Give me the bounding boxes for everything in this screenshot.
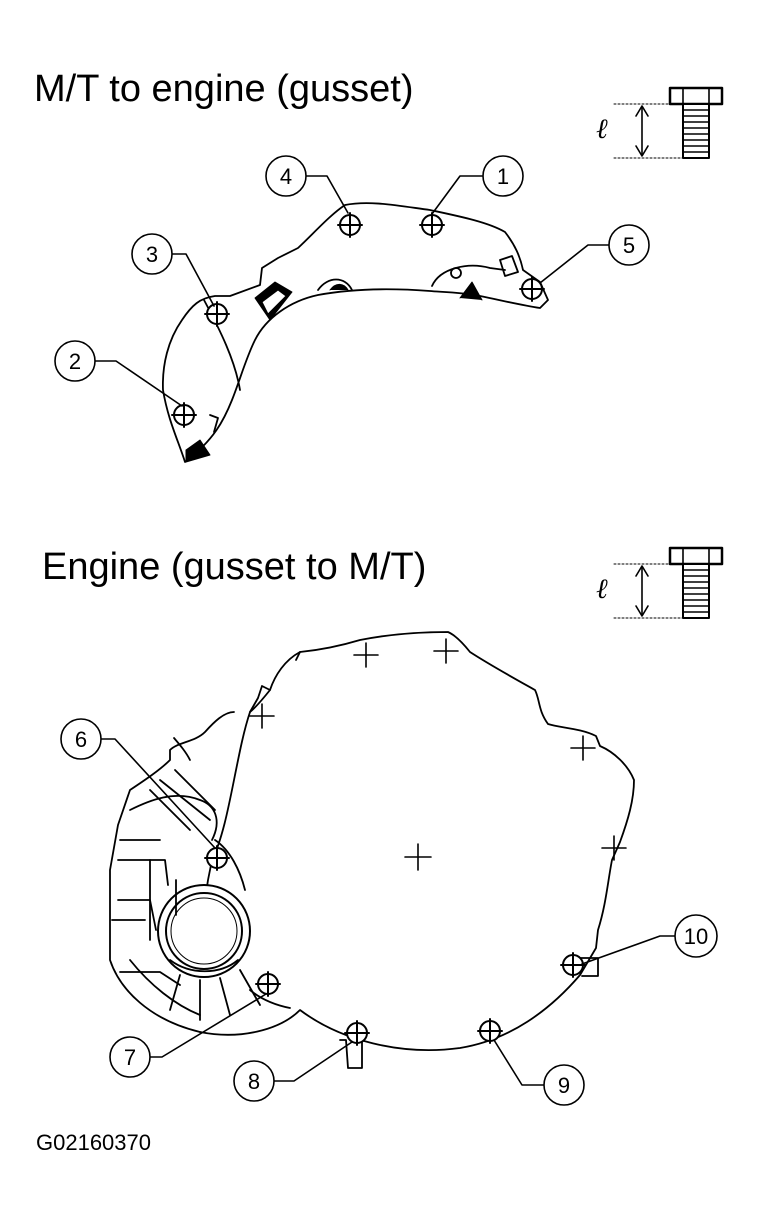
bolt-positions-top: [171, 212, 545, 428]
callout-label-5: 5: [623, 233, 635, 258]
callout-label-4: 4: [280, 164, 292, 189]
callouts-bottom: [60, 718, 718, 1106]
section-title-mt-to-engine: M/T to engine (gusset): [34, 68, 414, 110]
callout-6: [60, 718, 102, 760]
leader-line-3: [171, 253, 215, 307]
bolt-icon: [668, 546, 724, 619]
callout-label-3: 3: [146, 242, 158, 267]
bolt-length-legend-top: ℓ: [596, 86, 724, 159]
callout-label-9: 9: [558, 1073, 570, 1098]
bolt-marker-8: [344, 1020, 370, 1046]
length-symbol: ℓ: [596, 572, 608, 605]
callout-label-6: 6: [75, 727, 87, 752]
bolt-marker-7: [255, 971, 281, 997]
callout-3: [131, 233, 173, 275]
figure-code: G02160370: [36, 1130, 151, 1155]
bolt-marker-9: [477, 1018, 503, 1044]
length-symbol: ℓ: [596, 112, 608, 145]
callout-label-2: 2: [69, 349, 81, 374]
callout-5: [608, 224, 650, 266]
callout-2: [54, 340, 96, 382]
bolt-marker-3: [204, 301, 230, 327]
reference-marks: [249, 638, 627, 871]
callout-4: [265, 155, 307, 197]
leader-line-1: [431, 175, 483, 215]
bolt-marker-6: [204, 845, 230, 871]
leader-line-7: [149, 993, 267, 1058]
leader-line-6: [100, 738, 216, 849]
bolt-marker-1: [419, 212, 445, 238]
engine-block-outline: [109, 631, 635, 1069]
bolt-length-legend-bottom: ℓ: [596, 546, 724, 619]
leader-line-8: [273, 1041, 353, 1082]
leader-line-10: [581, 935, 676, 965]
leader-line-2: [94, 360, 183, 407]
bolt-marker-5: [519, 276, 545, 302]
callouts-top: [54, 155, 650, 407]
callout-label-1: 1: [497, 164, 509, 189]
leader-line-5: [539, 244, 610, 284]
length-dimension-arrow: [613, 563, 691, 619]
callout-7: [109, 1036, 151, 1078]
leader-line-4: [305, 175, 349, 214]
leader-line-9: [493, 1039, 545, 1086]
callout-10: [674, 914, 718, 958]
callout-label-8: 8: [248, 1069, 260, 1094]
bolt-marker-4: [337, 212, 363, 238]
callout-label-10: 10: [684, 924, 708, 949]
bolt-positions-bottom: [204, 845, 586, 1046]
section-title-engine-to-mt: Engine (gusset to M/T): [42, 546, 427, 588]
length-dimension-arrow: [613, 103, 691, 159]
bolt-marker-2: [171, 402, 197, 428]
bolt-marker-10: [560, 952, 586, 978]
callout-8: [233, 1060, 275, 1102]
callout-1: [482, 155, 524, 197]
callout-label-7: 7: [124, 1045, 136, 1070]
gusset-outline: [162, 202, 549, 463]
callout-9: [543, 1064, 585, 1106]
bolt-icon: [668, 86, 724, 159]
